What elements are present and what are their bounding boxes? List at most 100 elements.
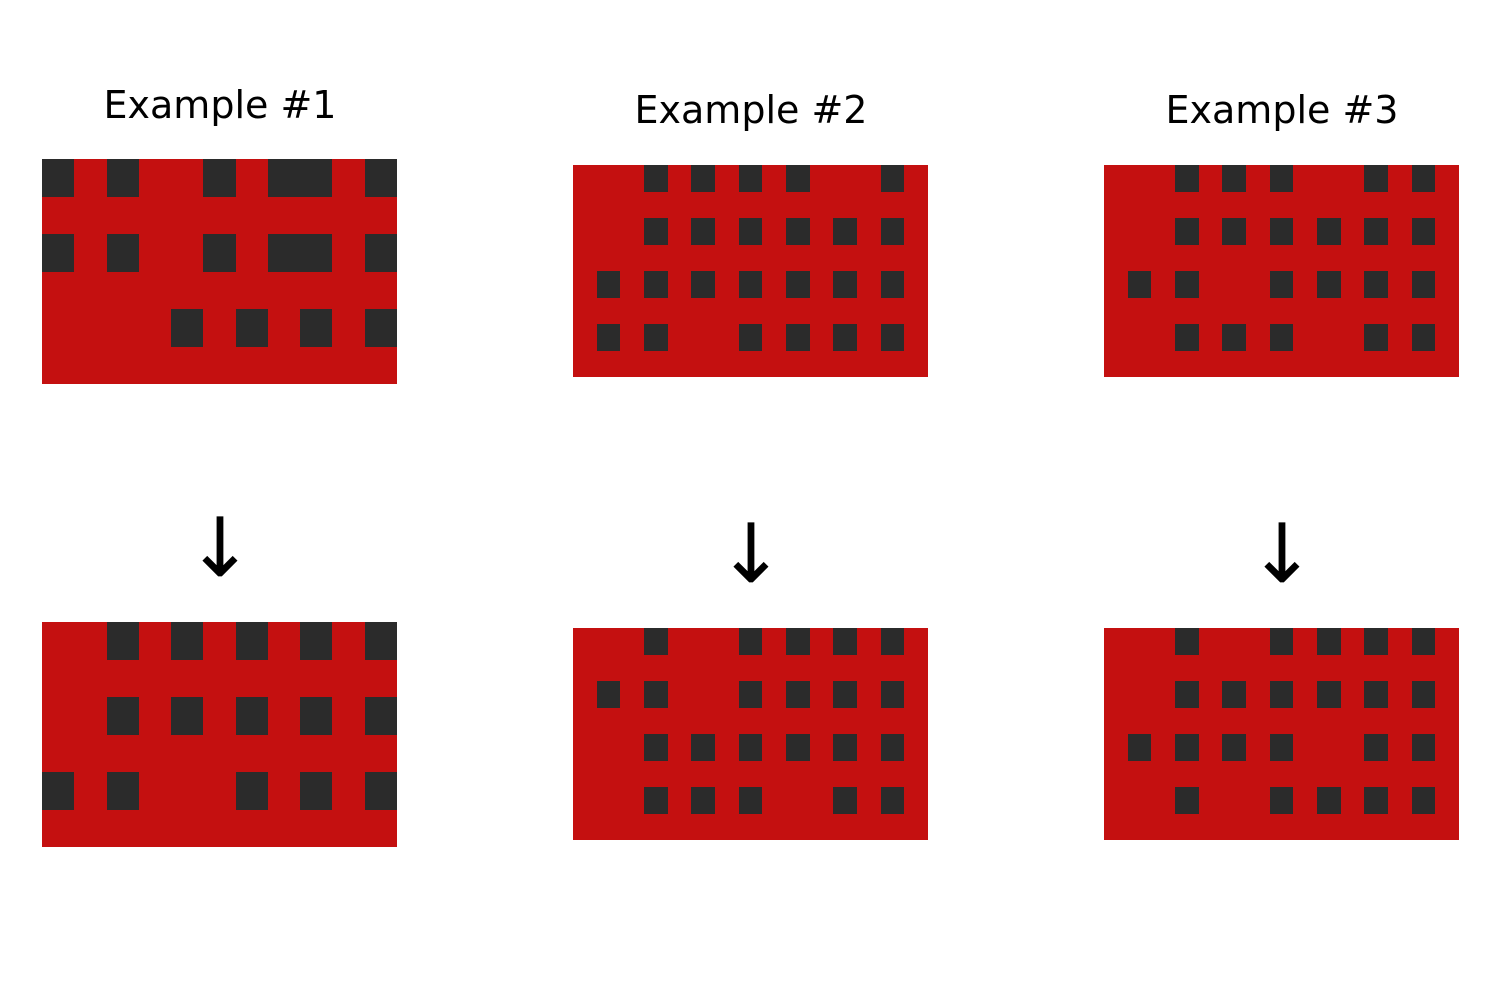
grid-cell [739,681,762,708]
grid-cell [1317,787,1341,814]
grid-cell [1270,165,1293,192]
grid-cell [1222,218,1246,245]
grid-cell [1128,271,1151,298]
grid-cell [739,324,762,351]
grid-cell [236,622,268,660]
grid-cell [786,218,810,245]
grid-cell [786,271,810,298]
example-2-arrow-down-icon: ↓ [716,507,786,602]
grid-cell [107,697,139,735]
grid-cell [644,324,668,351]
grid-cell [1175,324,1199,351]
grid-cell [1270,218,1293,245]
grid-cell [881,681,904,708]
grid-cell [1175,681,1199,708]
grid-cell [107,772,139,810]
example-3-output-grid [1104,628,1459,840]
grid-cell [171,309,203,347]
grid-cell [1364,324,1388,351]
grid-cell [1364,734,1388,761]
grid-cell [644,628,668,655]
grid-cell [739,787,762,814]
grid-cell [739,734,762,761]
grid-cell [1175,734,1199,761]
grid-cell [1270,628,1293,655]
grid-cell [365,622,397,660]
grid-cell [1412,787,1435,814]
grid-cell [739,628,762,655]
grid-cell [881,628,904,655]
grid-cell [644,734,668,761]
grid-cell [300,159,332,197]
grid-cell [42,234,74,272]
grid-cell [644,218,668,245]
grid-cell [644,165,668,192]
example-1-title: Example #1 [103,83,337,127]
grid-cell [833,271,857,298]
grid-cell [171,622,203,660]
grid-cell [881,218,904,245]
grid-cell [881,787,904,814]
grid-cell [1175,218,1199,245]
grid-cell [691,165,715,192]
grid-cell [1270,324,1293,351]
grid-cell [691,734,715,761]
grid-cell [1317,271,1341,298]
grid-cell [833,324,857,351]
grid-cell [644,271,668,298]
grid-cell [300,234,332,272]
grid-cell [300,622,332,660]
grid-cell [268,234,300,272]
grid-cell [1412,681,1435,708]
grid-cell [644,787,668,814]
grid-cell [365,234,397,272]
grid-cell [691,271,715,298]
grid-cell [786,165,810,192]
grid-cell [1222,324,1246,351]
grid-cell [300,309,332,347]
grid-cell [203,234,236,272]
grid-cell [1364,628,1388,655]
grid-cell [1222,165,1246,192]
grid-cell [1317,218,1341,245]
grid-cell [365,309,397,347]
grid-cell [881,734,904,761]
grid-cell [881,165,904,192]
grid-cell [691,787,715,814]
grid-cell [1364,218,1388,245]
grid-cell [1270,787,1293,814]
example-1-input-grid [42,159,397,384]
grid-background [42,622,397,847]
grid-cell [739,165,762,192]
example-3-input-grid [1104,165,1459,377]
example-2-input-grid [573,165,928,377]
grid-cell [786,324,810,351]
grid-cell [300,697,332,735]
grid-cell [786,681,810,708]
grid-cell [1364,165,1388,192]
grid-cell [1175,628,1199,655]
grid-cell [786,734,810,761]
grid-cell [691,218,715,245]
grid-cell [42,159,74,197]
grid-cell [597,271,620,298]
grid-cell [739,271,762,298]
grid-cell [107,622,139,660]
grid-cell [1175,787,1199,814]
example-3-title: Example #3 [1165,88,1399,132]
grid-cell [365,697,397,735]
grid-cell [786,628,810,655]
grid-cell [1175,165,1199,192]
grid-cell [107,234,139,272]
grid-cell [1222,681,1246,708]
example-2-output-grid [573,628,928,840]
grid-cell [1412,628,1435,655]
grid-cell [42,772,74,810]
grid-cell [171,697,203,735]
grid-cell [1412,218,1435,245]
grid-cell [236,309,268,347]
grid-cell [597,324,620,351]
grid-cell [739,218,762,245]
grid-cell [1222,734,1246,761]
